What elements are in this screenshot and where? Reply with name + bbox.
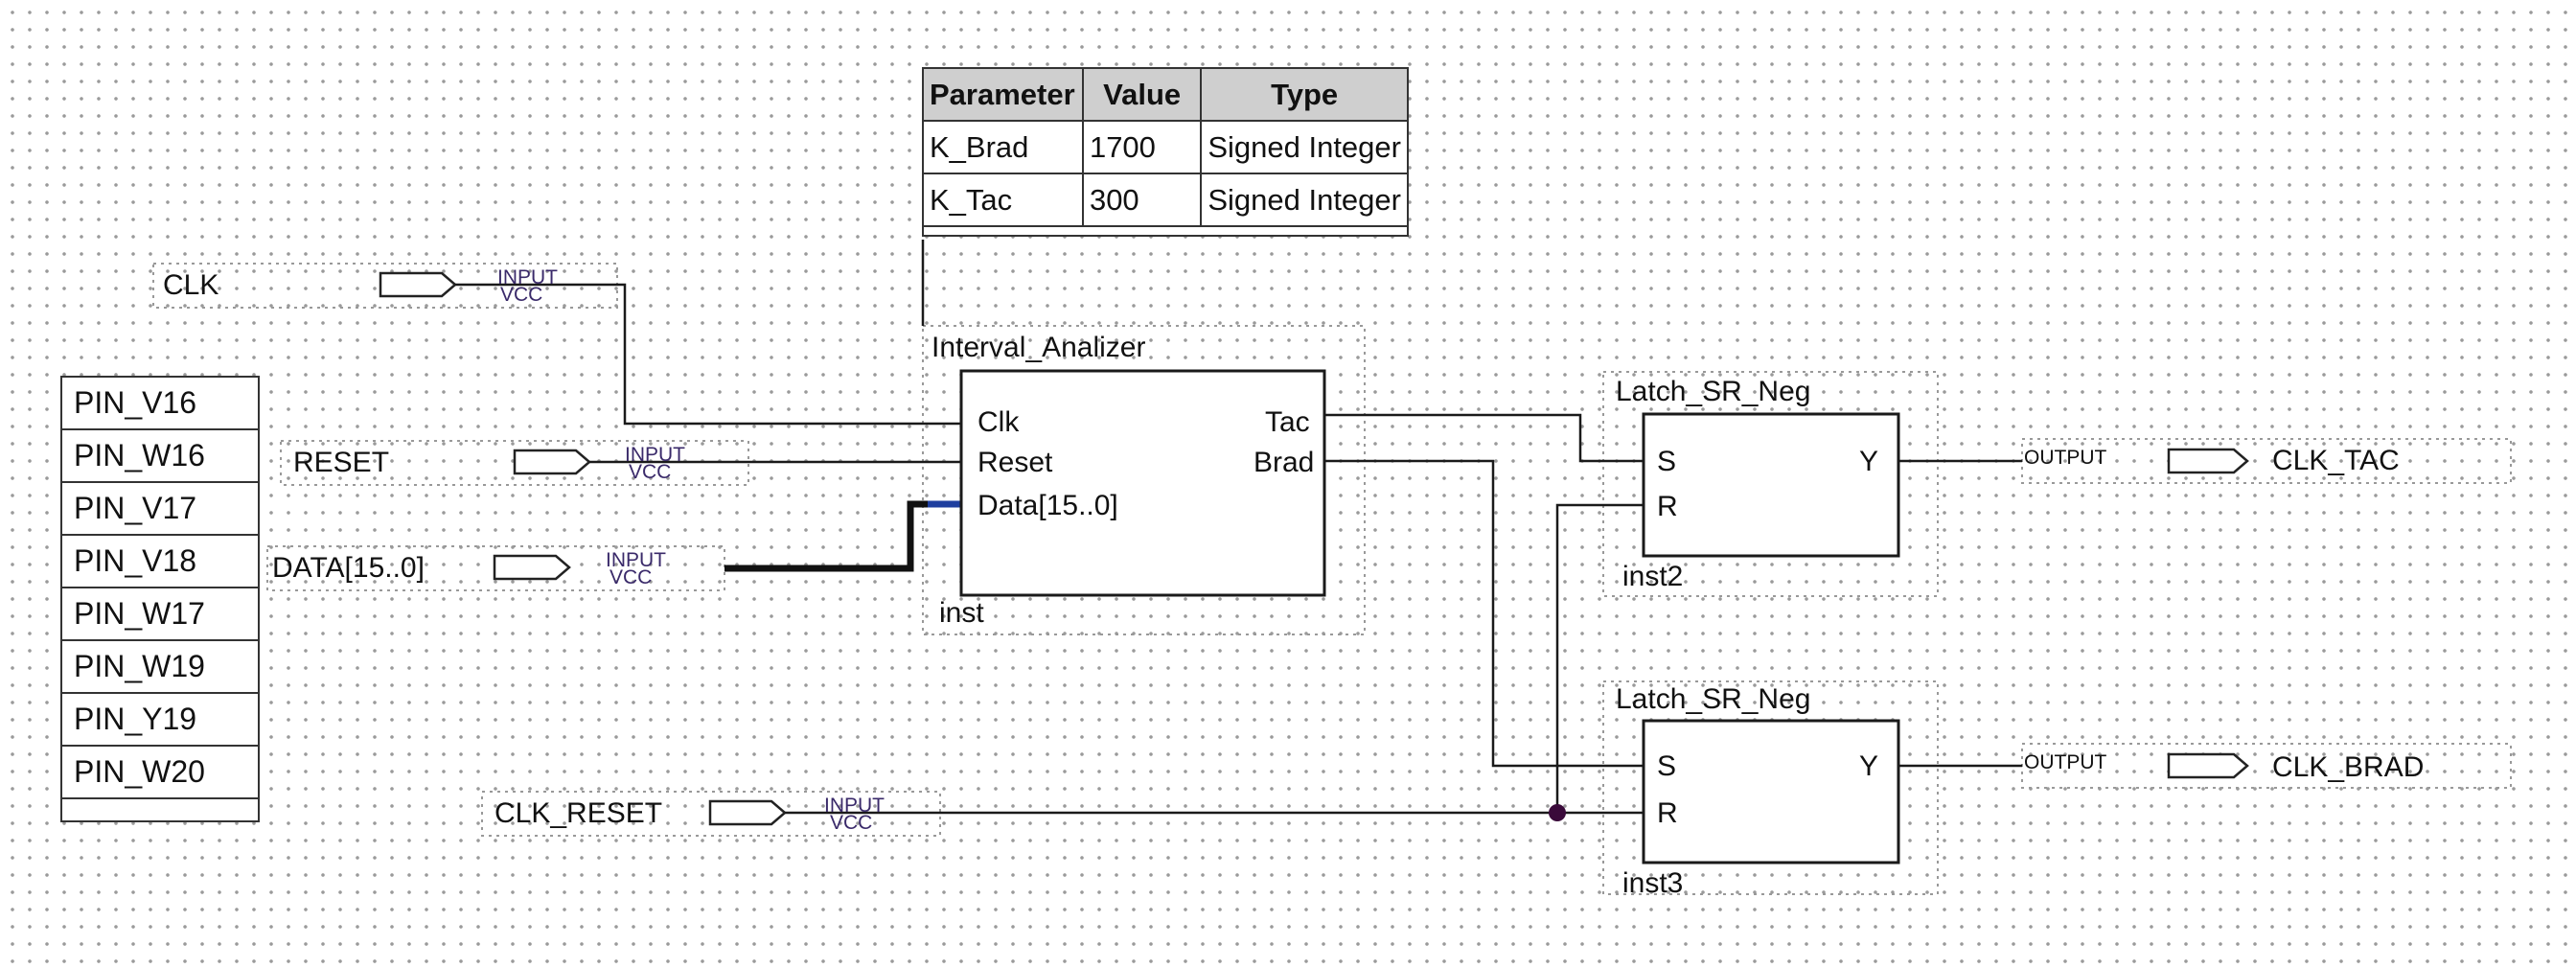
latch1-port-r: R [1657, 491, 1678, 522]
clk-reset-input-name[interactable]: CLK_RESET [494, 797, 663, 829]
param-name: K_Tac [922, 173, 1084, 227]
param-type: Signed Integer [1200, 173, 1409, 227]
analyzer-module-name[interactable]: Interval_Analizer [932, 332, 1146, 363]
list-item[interactable]: PIN_Y19 [60, 692, 260, 747]
table-row[interactable]: K_Brad 1700 Signed Integer [922, 120, 1409, 174]
wire-tac [1324, 413, 1644, 463]
clk-reset-input-default: VCC [830, 812, 873, 834]
parameter-table: Parameter Value Type K_Brad 1700 Signed … [922, 67, 1409, 237]
param-header-type: Type [1200, 67, 1409, 122]
list-item[interactable]: PIN_W16 [60, 428, 260, 483]
latch2-body [1642, 719, 1900, 864]
list-item[interactable]: PIN_V16 [60, 376, 260, 430]
analyzer-port-data: Data[15..0] [978, 490, 1118, 521]
param-type: Signed Integer [1200, 120, 1409, 174]
list-item[interactable]: PIN_W19 [60, 639, 260, 694]
reset-input-type: INPUT [625, 444, 685, 466]
reset-input-name[interactable]: RESET [293, 447, 390, 478]
clk-tac-output-name[interactable]: CLK_TAC [2272, 445, 2400, 476]
latch2-port-r: R [1657, 797, 1678, 829]
latch2-port-y: Y [1859, 750, 1879, 782]
pin-list: PIN_V16 PIN_W16 PIN_V17 PIN_V18 PIN_W17 … [60, 376, 260, 822]
latch1-port-y: Y [1859, 446, 1879, 477]
param-header-value: Value [1081, 67, 1203, 122]
analyzer-port-clk: Clk [978, 406, 1020, 438]
wire-clk [455, 283, 961, 426]
latch1-frame [1602, 371, 1939, 597]
data-input-default: VCC [610, 566, 653, 588]
list-item[interactable]: PIN_W17 [60, 587, 260, 641]
param-value: 300 [1081, 173, 1203, 227]
data-input-frame [266, 545, 725, 591]
clk-brad-output-name[interactable]: CLK_BRAD [2272, 751, 2425, 783]
data-input-name[interactable]: DATA[15..0] [272, 552, 425, 584]
latch1-instance-name: inst2 [1622, 561, 1684, 592]
clk-input-name[interactable]: CLK [163, 269, 219, 301]
data-input-type: INPUT [606, 549, 666, 571]
wire-brad [1324, 459, 1644, 768]
analyzer-body [959, 369, 1326, 597]
clk-tac-output-type: OUTPUT [2024, 447, 2107, 469]
clk-brad-output-pin-icon [2167, 752, 2249, 779]
clk-input-pin-icon [379, 271, 457, 298]
latch2-frame [1602, 680, 1939, 895]
latch2-instance-name: inst3 [1622, 867, 1684, 899]
clk-reset-input-type: INPUT [824, 795, 885, 817]
list-item[interactable]: PIN_V18 [60, 534, 260, 588]
clk-input-type: INPUT [497, 266, 558, 288]
list-item[interactable]: PIN_V17 [60, 481, 260, 536]
latch1-body [1642, 412, 1900, 558]
reset-input-pin-icon [513, 449, 591, 475]
clk-reset-input-pin-icon [708, 799, 787, 826]
table-row-empty [922, 225, 1409, 237]
clk-reset-input-frame [481, 791, 941, 837]
data-input-pin-icon [493, 554, 571, 581]
latch2-module-name[interactable]: Latch_SR_Neg [1616, 683, 1811, 715]
param-name: K_Brad [922, 120, 1084, 174]
clk-input-default: VCC [500, 284, 543, 306]
wire-r-latch1 [1555, 503, 1644, 813]
junction-dot [1549, 804, 1566, 821]
bus-data [724, 500, 961, 572]
analyzer-port-reset: Reset [978, 447, 1053, 478]
clk-brad-output-type: OUTPUT [2024, 751, 2107, 773]
param-header-name: Parameter [922, 67, 1084, 122]
reset-input-frame [280, 440, 749, 486]
clk-tac-output-pin-icon [2167, 448, 2249, 474]
latch1-port-s: S [1657, 446, 1677, 477]
table-row[interactable]: K_Tac 300 Signed Integer [922, 173, 1409, 227]
analyzer-port-brad: Brad [1254, 447, 1315, 478]
latch1-module-name[interactable]: Latch_SR_Neg [1616, 376, 1811, 407]
list-item[interactable]: PIN_W20 [60, 745, 260, 799]
list-item-empty [60, 797, 260, 822]
latch2-port-s: S [1657, 750, 1677, 782]
param-value: 1700 [1081, 120, 1203, 174]
analyzer-port-tac: Tac [1265, 406, 1310, 438]
reset-input-default: VCC [629, 461, 672, 483]
analyzer-instance-name: inst [939, 597, 984, 629]
